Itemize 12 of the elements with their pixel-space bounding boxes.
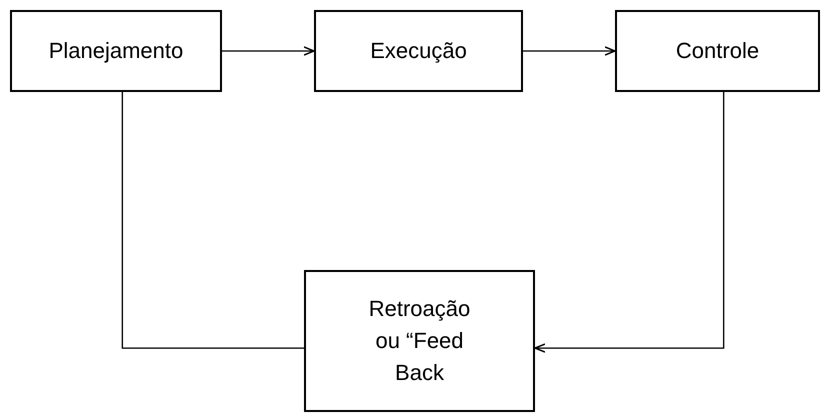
arrow bbox=[523, 46, 616, 56]
process-box bbox=[304, 270, 535, 412]
arrow bbox=[534, 92, 724, 353]
connector-line bbox=[122, 92, 304, 349]
box-label: Execução bbox=[370, 37, 467, 66]
process-box bbox=[314, 10, 523, 92]
box-label: Controle bbox=[676, 37, 760, 66]
process-box bbox=[615, 10, 820, 92]
box-label: Retroação ou “Feed Back bbox=[368, 295, 472, 387]
arrow bbox=[222, 46, 315, 56]
box-label: Planejamento bbox=[48, 37, 184, 66]
process-box bbox=[10, 10, 222, 92]
